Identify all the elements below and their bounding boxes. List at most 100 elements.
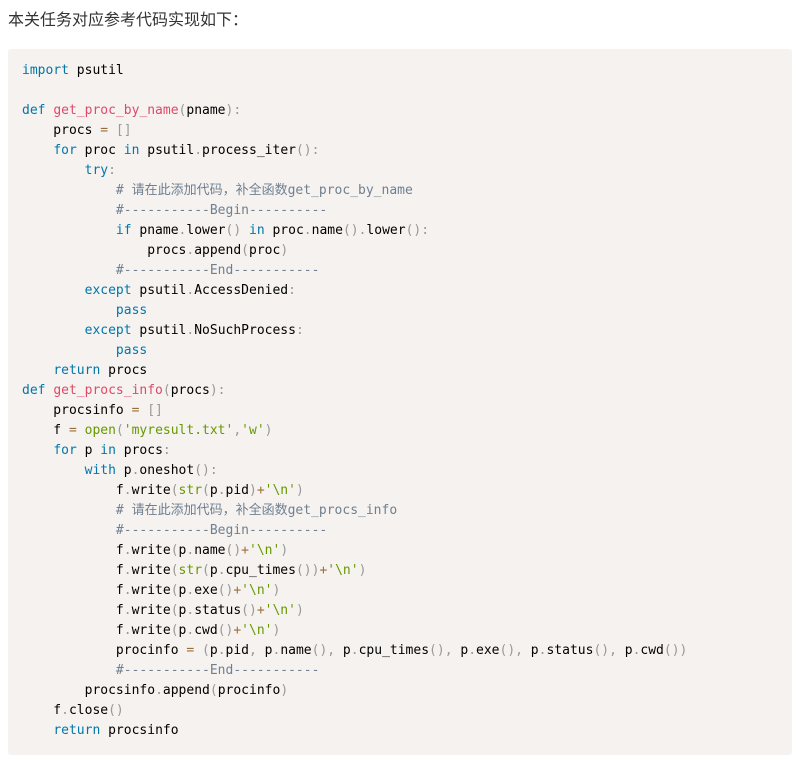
plain-token bbox=[241, 223, 249, 238]
code-line: procsinfo.append(procinfo) bbox=[22, 681, 792, 701]
function-name-token: get_proc_by_name bbox=[53, 103, 179, 118]
code-line: pass bbox=[22, 301, 792, 321]
string-token: '\n' bbox=[327, 563, 359, 578]
code-line: procs.append(proc) bbox=[22, 241, 792, 261]
punctuation-token: . bbox=[155, 683, 163, 698]
keyword-token: return bbox=[53, 723, 101, 738]
punctuation-token: . bbox=[123, 483, 132, 498]
punctuation-token: . bbox=[186, 283, 195, 298]
plain-token: pid bbox=[225, 483, 249, 498]
punctuation-token: ( bbox=[162, 383, 171, 398]
punctuation-token: ) bbox=[295, 483, 304, 498]
punctuation-token: . bbox=[194, 143, 203, 158]
code-line: if pname.lower() in proc.name().lower(): bbox=[22, 221, 792, 241]
plain-token: cpu_times bbox=[358, 643, 430, 658]
plain-token: f bbox=[22, 563, 124, 578]
punctuation-token: ) bbox=[280, 683, 289, 698]
code-line: # 请在此添加代码，补全函数get_proc_by_name bbox=[22, 181, 792, 201]
plain-token: proc bbox=[264, 223, 304, 238]
punctuation-token: . bbox=[303, 223, 312, 238]
punctuation-token: ( bbox=[170, 583, 179, 598]
punctuation-token: : bbox=[108, 163, 116, 178]
comment-token: #-----------End----------- bbox=[115, 663, 320, 678]
plain-token bbox=[22, 303, 116, 318]
plain-token: f bbox=[22, 543, 124, 558]
plain-token: p bbox=[178, 623, 187, 638]
code-line: f.write(p.exe()+'\n') bbox=[22, 581, 792, 601]
plain-token bbox=[22, 663, 116, 678]
plain-token: name bbox=[311, 223, 343, 238]
keyword-token: in bbox=[249, 223, 265, 238]
plain-token: exe bbox=[476, 643, 500, 658]
code-line: #-----------End----------- bbox=[22, 661, 792, 681]
plain-token: procinfo bbox=[22, 643, 187, 658]
punctuation-token: . bbox=[217, 483, 226, 498]
punctuation-token: () bbox=[225, 543, 242, 558]
punctuation-token: ) bbox=[264, 423, 273, 438]
punctuation-token: . bbox=[123, 623, 132, 638]
punctuation-token: . bbox=[123, 603, 132, 618]
plain-token: pname bbox=[186, 103, 226, 118]
punctuation-token: . bbox=[538, 643, 547, 658]
punctuation-token: . bbox=[123, 543, 132, 558]
code-line: f.write(p.name()+'\n') bbox=[22, 541, 792, 561]
code-line: def get_procs_info(procs): bbox=[22, 381, 792, 401]
plain-token: write bbox=[131, 583, 171, 598]
plain-token: oneshot bbox=[139, 463, 195, 478]
operator-token: + bbox=[319, 563, 328, 578]
comment-token: #-----------Begin---------- bbox=[115, 523, 328, 538]
plain-token: p bbox=[178, 603, 187, 618]
plain-token: psutil bbox=[131, 323, 187, 338]
punctuation-token: . bbox=[632, 643, 641, 658]
plain-token bbox=[22, 443, 53, 458]
plain-token bbox=[22, 143, 53, 158]
code-line: except psutil.AccessDenied: bbox=[22, 281, 792, 301]
punctuation-token: [] bbox=[147, 403, 163, 418]
punctuation-token: () bbox=[225, 223, 242, 238]
plain-token bbox=[22, 363, 53, 378]
punctuation-token: ( bbox=[178, 103, 187, 118]
plain-token: psutil bbox=[139, 143, 195, 158]
code-line: f.write(str(p.pid)+'\n') bbox=[22, 481, 792, 501]
punctuation-token: () bbox=[108, 703, 124, 718]
punctuation-token: . bbox=[468, 643, 477, 658]
plain-token: cpu_times bbox=[225, 563, 296, 578]
comment-token: # 请在此添加代码，补全函数get_procs_info bbox=[115, 503, 398, 518]
punctuation-token: . bbox=[123, 563, 132, 578]
code-line: try: bbox=[22, 161, 792, 181]
punctuation-token: (), bbox=[311, 643, 336, 658]
punctuation-token: . bbox=[272, 643, 281, 658]
punctuation-token: . bbox=[186, 603, 195, 618]
plain-token: p bbox=[452, 643, 469, 658]
keyword-token: if bbox=[115, 223, 132, 238]
punctuation-token: () bbox=[217, 623, 234, 638]
punctuation-token: ()) bbox=[295, 563, 320, 578]
plain-token: psutil bbox=[131, 283, 187, 298]
plain-token: pname bbox=[131, 223, 179, 238]
code-line: pass bbox=[22, 341, 792, 361]
string-token: '\n' bbox=[241, 583, 273, 598]
keyword-token: except bbox=[84, 283, 132, 298]
punctuation-token: : bbox=[295, 323, 304, 338]
plain-token: f bbox=[22, 583, 124, 598]
code-line: for p in procs: bbox=[22, 441, 792, 461]
keyword-token: with bbox=[84, 463, 116, 478]
code-line: #-----------End----------- bbox=[22, 261, 792, 281]
punctuation-token: . bbox=[217, 643, 226, 658]
punctuation-token: . bbox=[186, 623, 195, 638]
plain-token: p bbox=[616, 643, 633, 658]
plain-token: cwd bbox=[194, 623, 218, 638]
plain-token: p bbox=[256, 643, 273, 658]
comment-token: #-----------Begin---------- bbox=[115, 203, 328, 218]
operator-token: + bbox=[256, 603, 265, 618]
plain-token: proc bbox=[76, 143, 124, 158]
punctuation-token: ): bbox=[225, 103, 242, 118]
plain-token: write bbox=[131, 623, 171, 638]
plain-token bbox=[194, 643, 202, 658]
plain-token: process_iter bbox=[202, 143, 296, 158]
code-line: #-----------Begin---------- bbox=[22, 521, 792, 541]
punctuation-token: . bbox=[61, 703, 69, 718]
code-line: procinfo = (p.pid, p.name(), p.cpu_times… bbox=[22, 641, 792, 661]
